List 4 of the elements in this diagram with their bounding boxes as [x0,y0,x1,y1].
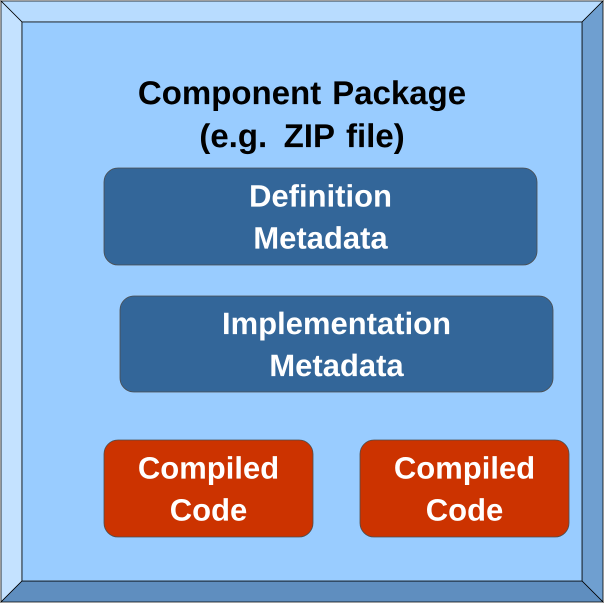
metadata-box: Implementation Metadata [120,296,554,392]
code-box: Compiled Code [104,440,314,538]
code-box: Compiled Code [360,440,570,538]
metadata-box: Definition Metadata [104,168,538,266]
